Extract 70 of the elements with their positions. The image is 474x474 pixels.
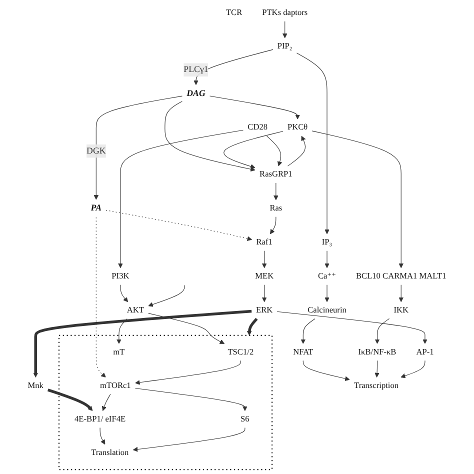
arrow [135,388,248,412]
node-text: BCL10 CARMA1 MALT1 [356,272,446,281]
arrow [262,250,267,268]
node-text: Calcineurin [308,306,346,315]
arrow [266,136,282,166]
arrow [400,360,426,378]
arrow [312,130,404,268]
node-text: 4E-BP1/ eIF4E [74,414,126,424]
node-text: PTKs daptors [262,8,308,18]
edge-label: PLCγ1 [184,64,208,74]
node-text: RasGRP1 [260,170,292,179]
arrow [270,216,276,234]
node-text: Ras [270,204,282,213]
node-text: Ca⁺⁺ [318,272,336,281]
node-text: AKT [126,306,144,315]
node-text: Mnk [28,381,44,390]
node-text: IP₃ [322,238,332,247]
arrow [118,130,244,268]
cluster [58,334,273,470]
node-text: Transcription [354,381,399,390]
arrow [132,427,246,452]
arrow [106,210,252,241]
arrow [324,250,330,268]
node-text: CD28 [248,123,268,132]
arrow [296,52,330,234]
arrow [148,284,185,307]
node-text: mTORc1 [100,381,131,390]
arrow [164,101,256,172]
node-text: AP-1 [416,348,434,356]
node-text: S6 [240,414,250,424]
arrow [116,318,128,344]
node-text: DAG [186,88,206,98]
node-text: NFAT [293,348,314,356]
node-text: Translation [91,448,129,458]
node-text: IKK [394,306,409,315]
arrow [246,318,258,336]
node-text: PA [90,203,102,213]
edge-label: DGK [86,146,106,156]
arrow [262,284,267,302]
node-text: mT [113,348,125,356]
node-text: TSC1/2 [228,348,254,356]
arrow [120,284,128,302]
arrow [33,310,252,378]
arrow [282,21,288,38]
arrow [148,313,225,344]
arrow [287,136,306,166]
arrow [210,96,300,120]
arrow [302,360,350,381]
node-text: IκB/NF-κB [358,348,396,356]
arrow [47,388,93,412]
arrow [224,130,284,169]
arrow [276,311,428,344]
arrow [324,284,330,302]
node-text: PI3K [112,272,130,281]
arrow [102,394,111,412]
node-text: PKCθ [287,123,308,132]
node-text: Raf1 [256,238,272,247]
arrow [274,182,278,200]
arrow [96,217,106,378]
node-text: PIP₂ [277,42,292,51]
node-text: MEK [255,272,274,281]
arrow [94,96,182,200]
node-text: TCR [226,8,242,18]
arrow [374,360,380,378]
arrow [398,284,404,302]
arrow [135,360,241,385]
arrow [300,318,316,344]
node-text: ERK [256,306,273,315]
arrow [374,318,390,344]
arrow [100,427,106,445]
